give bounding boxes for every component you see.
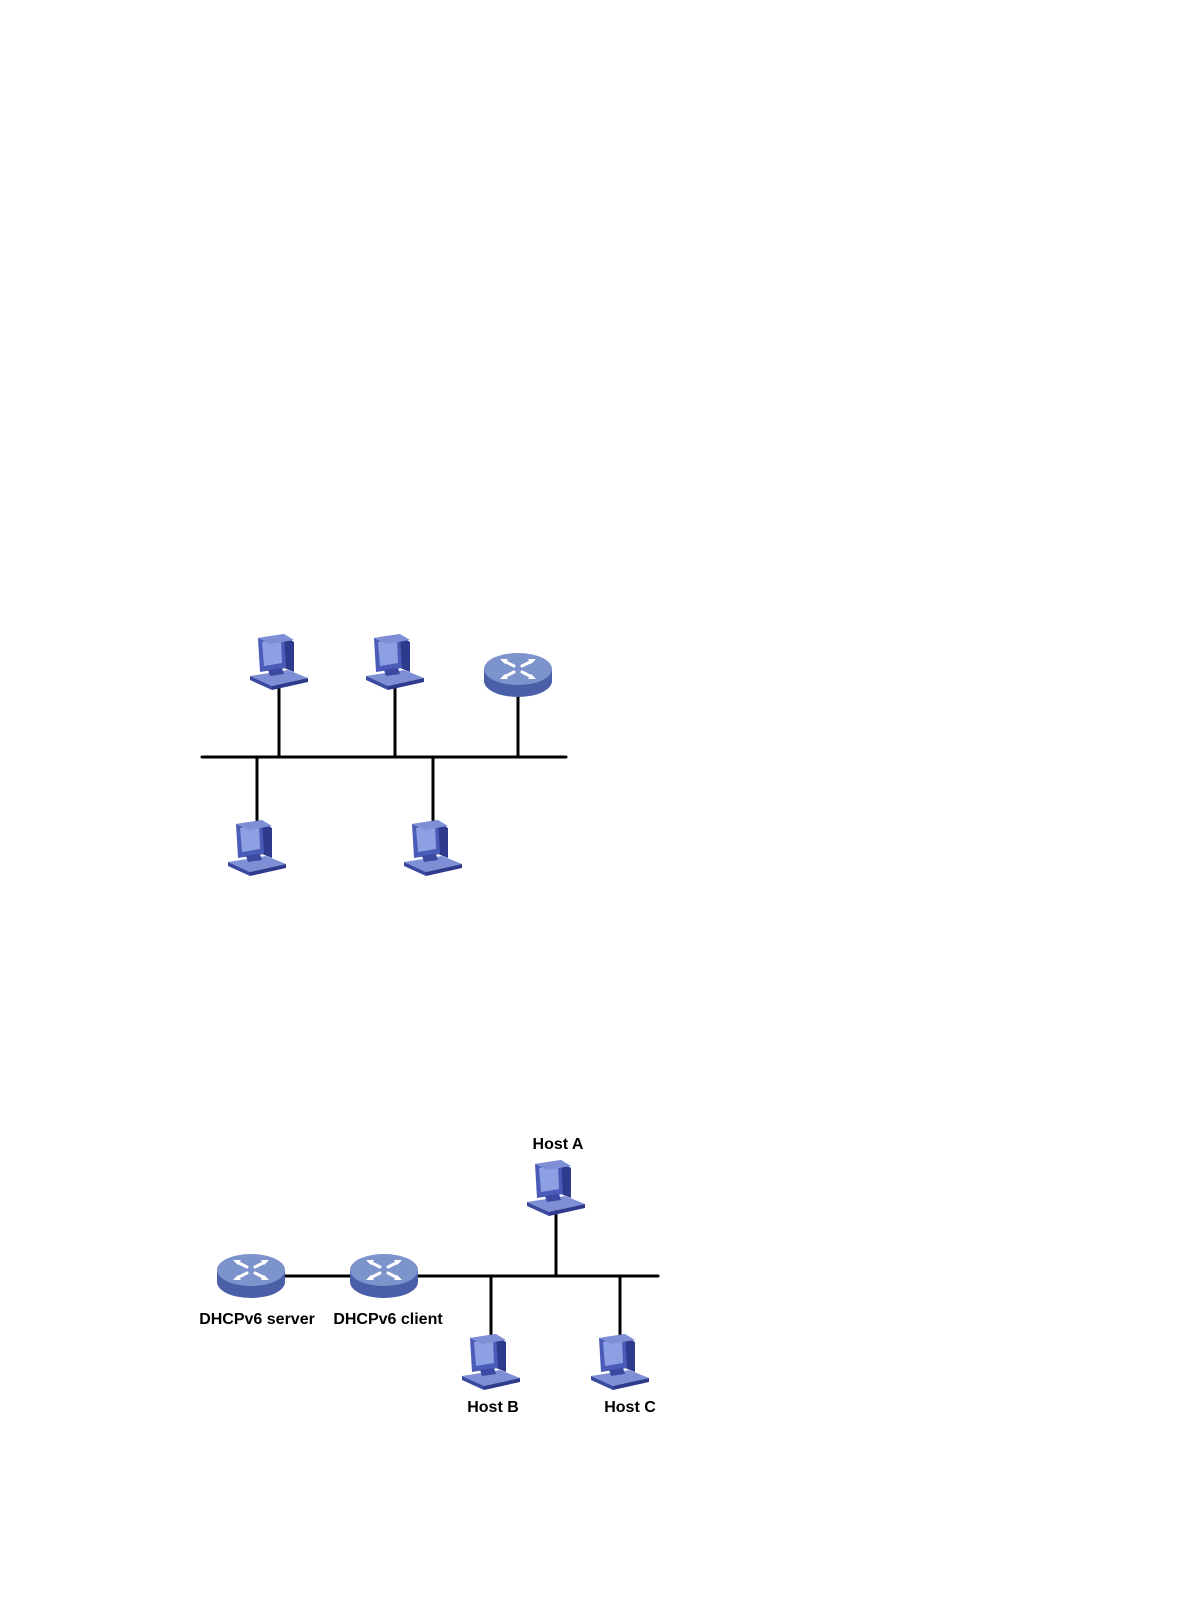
computer-icon <box>366 634 424 690</box>
router-icon <box>484 653 552 697</box>
dhcpv6-client-router-icon <box>350 1254 418 1298</box>
computer-icon <box>250 634 308 690</box>
host-b-label: Host B <box>467 1399 519 1416</box>
host-c-computer-icon <box>591 1334 649 1390</box>
host-c-label: Host C <box>604 1399 656 1416</box>
diagram-2: Host A DHCPv6 server DHCPv6 client Host … <box>199 1136 658 1416</box>
host-a-computer-icon <box>527 1160 585 1216</box>
computer-icon <box>404 820 462 876</box>
diagram-1 <box>202 634 566 876</box>
dhcpv6-client-label: DHCPv6 client <box>333 1311 443 1328</box>
dhcpv6-server-router-icon <box>217 1254 285 1298</box>
host-a-label: Host A <box>533 1136 584 1153</box>
host-b-computer-icon <box>462 1334 520 1390</box>
dhcpv6-server-label: DHCPv6 server <box>199 1311 315 1328</box>
computer-icon <box>228 820 286 876</box>
